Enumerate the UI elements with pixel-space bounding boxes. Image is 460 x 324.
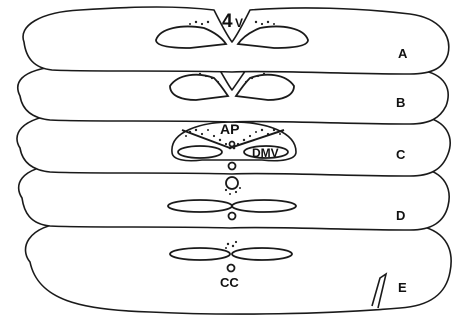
section-d-left-lobe [168,200,232,212]
area-postrema-label: AP [220,121,239,137]
section-c-left-lobe [178,146,222,158]
central-canal-label: CC [220,275,239,290]
section-c-central-canal [229,163,236,170]
section-e-right-lobe [232,248,292,260]
section-b-letter: B [396,95,405,110]
section-c-letter: C [396,147,406,162]
section-d-obex [226,177,238,189]
section-d-right-lobe [232,200,296,212]
section-a-letter: A [398,46,408,61]
section-d-central-canal [229,213,236,220]
section-d-letter: D [396,208,405,223]
fourth-ventricle-sublabel: V [235,16,243,30]
fourth-ventricle-label: 4 [222,11,233,32]
section-e-letter: E [398,280,407,295]
dmv-label: DMV [252,146,279,160]
section-e-left-lobe [170,248,230,260]
section-e-central-canal [228,265,235,272]
